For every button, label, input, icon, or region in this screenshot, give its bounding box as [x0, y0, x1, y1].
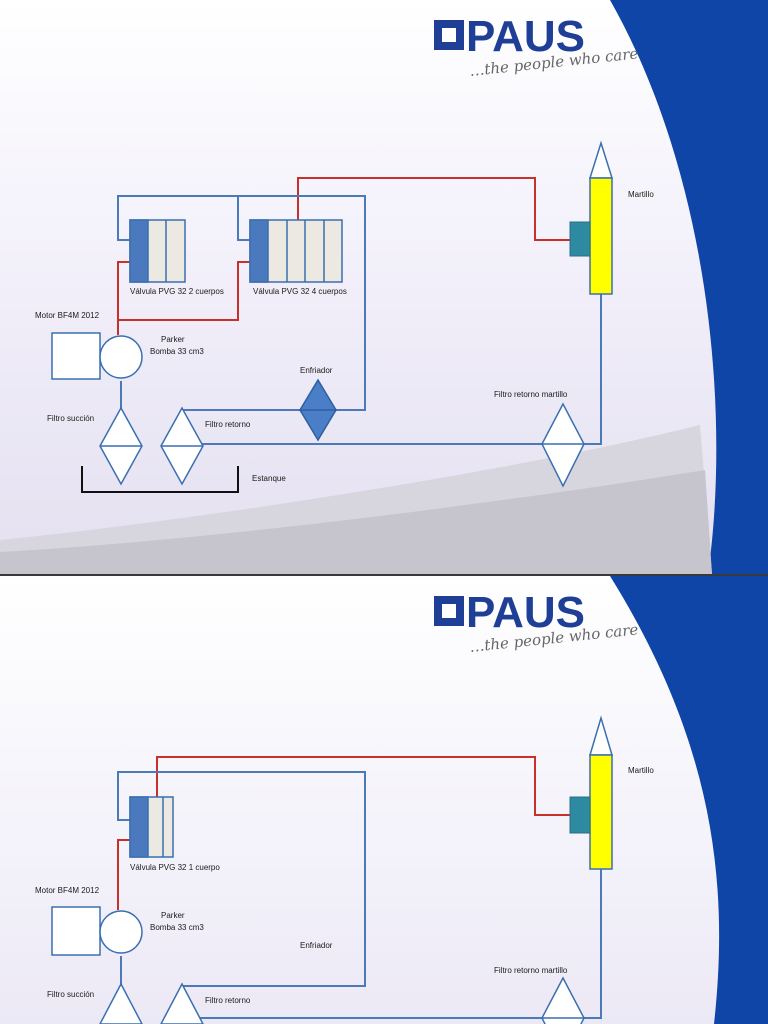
label-estanque: Estanque [252, 474, 286, 483]
slide-1: PAUS …the people who care [0, 0, 768, 574]
tank [81, 466, 239, 493]
hammer [569, 140, 614, 295]
corner-swoosh [610, 0, 768, 574]
valve-pvg32-2-bodies [129, 219, 186, 283]
pump-circle [99, 335, 143, 379]
valve-pvg32-1-body [129, 796, 174, 858]
label-filtro-retorno-martillo: Filtro retorno martillo [494, 390, 568, 399]
label-valve-1-body: Válvula PVG 32 1 cuerpo [130, 863, 220, 872]
motor-box [51, 906, 101, 956]
slide-1-canvas: PAUS …the people who care [0, 0, 768, 574]
pump-circle [99, 910, 143, 954]
hammer-return-filter [541, 402, 585, 488]
paus-logo: PAUS …the people who care [434, 587, 639, 656]
label-filtro-retorno: Filtro retorno [205, 420, 251, 429]
label-martillo: Martillo [628, 190, 654, 199]
label-bomba: Bomba 33 cm3 [150, 347, 204, 356]
label-filtro-retorno-martillo: Filtro retorno martillo [494, 966, 568, 975]
slide-2: PAUS …the people who care [0, 576, 768, 1024]
label-motor: Motor BF4M 2012 [35, 311, 100, 320]
label-martillo: Martillo [628, 766, 654, 775]
brand-name: PAUS [466, 12, 585, 61]
pressure-lines [117, 756, 570, 910]
label-enfriador: Enfriador [300, 366, 333, 375]
suction-filter [99, 982, 143, 1024]
label-valve-2-bodies: Válvula PVG 32 2 cuerpos [130, 287, 224, 296]
hammer [569, 715, 614, 870]
valve-pvg32-4-bodies [249, 219, 343, 283]
label-enfriador: Enfriador [300, 941, 333, 950]
pressure-lines [117, 177, 570, 335]
label-parker: Parker [161, 911, 185, 920]
label-parker: Parker [161, 335, 185, 344]
corner-swoosh [610, 576, 768, 1024]
label-filtro-succion: Filtro succión [47, 414, 94, 423]
hammer-return-filter [541, 976, 585, 1024]
motor-box [51, 332, 101, 380]
return-filter [160, 982, 204, 1024]
label-bomba: Bomba 33 cm3 [150, 923, 204, 932]
brand-name: PAUS [466, 588, 585, 637]
slide-2-canvas: PAUS …the people who care [0, 576, 768, 1024]
label-filtro-retorno: Filtro retorno [205, 996, 251, 1005]
label-filtro-succion: Filtro succión [47, 990, 94, 999]
label-motor: Motor BF4M 2012 [35, 886, 100, 895]
label-valve-4-bodies: Válvula PVG 32 4 cuerpos [253, 287, 347, 296]
